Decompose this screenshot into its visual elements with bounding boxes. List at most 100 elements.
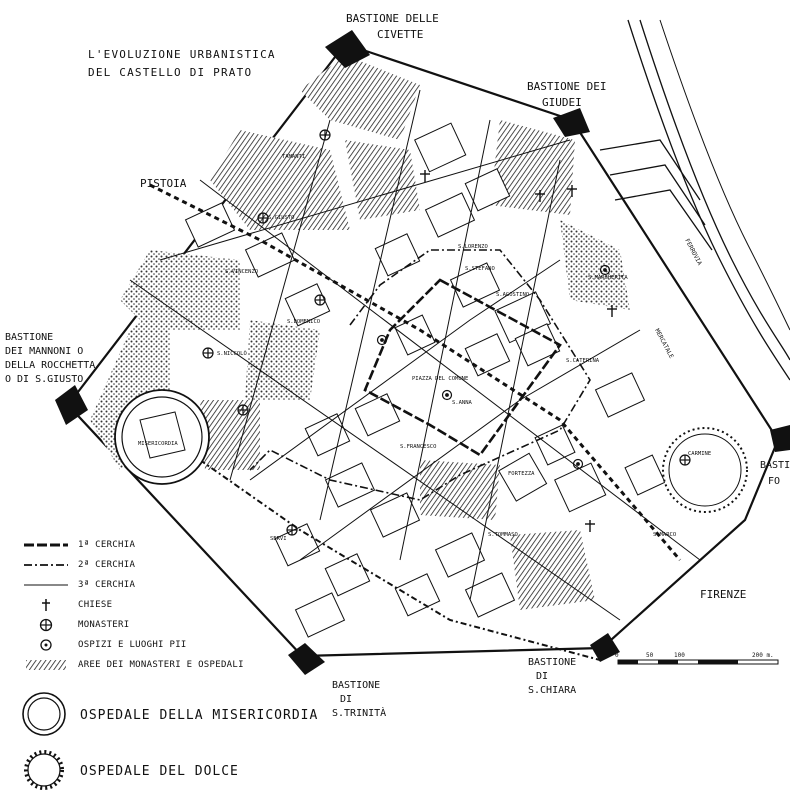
label-stefano: S.STEFANO — [465, 266, 495, 272]
road-label-firenze: FIRENZE — [700, 588, 746, 601]
legend-misericordia-label: OSPEDALE DELLA MISERICORDIA — [80, 708, 319, 723]
label-niccolo: S.NICCOLÒ — [217, 350, 247, 357]
legend-label: MONASTERI — [78, 620, 130, 630]
river — [659, 19, 790, 331]
circled-cross-icon — [319, 129, 331, 141]
bastion-trinita-label-3: S.TRINITÀ — [332, 706, 386, 719]
bastions — [55, 30, 790, 675]
hatch-pattern-icon — [20, 658, 72, 672]
misericordia-hospital — [114, 389, 210, 485]
circled-cross-icon — [257, 212, 269, 224]
scale-tick-50: 50 — [646, 652, 654, 659]
bastion-chiara-label-2: DI — [536, 671, 548, 682]
scale-bar: 0 50 100 200 m. — [615, 652, 779, 665]
label-misericordia: MISERICORDIA — [138, 441, 178, 447]
bastion-civette-label-2: CIVETTE — [377, 28, 423, 41]
legend-label: CHIESE — [78, 600, 113, 610]
bastion-giudei — [553, 108, 590, 137]
dash-dot-icon — [20, 558, 72, 572]
legend-item: OSPIZI E LUOGHI PII — [20, 638, 187, 652]
map-title-line1: L'EVOLUZIONE URBANISTICA — [88, 48, 276, 61]
circled-cross-icon — [679, 454, 691, 466]
label-tamanti: TAMANTI — [282, 154, 305, 160]
label-giusto: S.GIUSTO — [268, 215, 295, 221]
bastion-mannoni-label-1: BASTIONE — [5, 332, 53, 343]
legend-item: AREE DEI MONASTERI E OSPEDALI — [20, 658, 244, 672]
bastion-mannoni-label-2: DEI MANNONI O — [5, 346, 83, 357]
bastion-chiara-label-3: S.CHIARA — [528, 685, 576, 696]
circled-dot-icon — [599, 264, 611, 276]
legend-item: 3ª CERCHIA — [20, 578, 135, 592]
label-francesco: S.FRANCESCO — [400, 444, 436, 450]
cross-icon — [585, 520, 595, 532]
monastery-markers — [202, 129, 691, 536]
scale-tick-100: 100 — [674, 652, 685, 659]
misericordia-symbol-icon — [20, 690, 68, 738]
bastion-chiara-label-1: BASTIONE — [528, 657, 576, 668]
dolce-symbol-icon — [20, 746, 68, 794]
heavy-dash-icon — [20, 538, 72, 552]
cross-icon — [567, 185, 577, 197]
legend-label: 3ª CERCHIA — [78, 580, 136, 590]
label-lorenzo: S.LORENZO — [458, 244, 488, 250]
bastion-giudei-label-2: GIUDEI — [542, 96, 582, 109]
cross-icon — [535, 190, 545, 202]
road-label-mercatale: MERCATALE — [653, 328, 675, 360]
road-label-ferrovia: FERROVIA — [683, 238, 703, 267]
bastion-fo-label-2: FO — [768, 476, 780, 487]
street-blocks — [184, 122, 666, 638]
circled-dot-icon — [376, 334, 388, 346]
dolce-hospital — [662, 427, 748, 513]
circled-dot-icon — [20, 638, 72, 652]
second-wall — [249, 249, 591, 501]
label-carmine: CARMINE — [688, 451, 711, 457]
bastion-trinita-label-2: DI — [340, 694, 352, 705]
scale-tick-0: 0 — [615, 652, 619, 659]
bastion-fo-label-1: BASTI — [760, 460, 790, 471]
cross-icon — [420, 170, 430, 182]
label-marco: S.MARCO — [653, 532, 676, 538]
label-vincenzo: S.VINCENZO — [225, 269, 258, 275]
label-agostino: S.AGOSTINO — [496, 292, 529, 298]
legend-item: CHIESE — [20, 598, 112, 612]
circled-cross-icon — [314, 294, 326, 306]
ospizi-markers — [376, 264, 611, 470]
legend-item: MONASTERI — [20, 618, 129, 632]
circled-dot-icon — [572, 458, 584, 470]
bastion-mannoni-label-4: O DI S.GIUSTO — [5, 374, 83, 385]
bastion-civette-label-1: BASTIONE DELLE — [346, 12, 439, 25]
thin-line-icon — [20, 578, 72, 592]
bastion-civette — [325, 30, 370, 68]
circled-dot-icon — [441, 389, 453, 401]
bastion-mannoni — [55, 385, 88, 425]
road-pistoia-firenze — [149, 183, 682, 561]
bastion-trinita — [288, 643, 325, 675]
label-servi: SERVI — [270, 536, 287, 542]
bastion-east — [770, 425, 790, 452]
bastion-trinita-label-1: BASTIONE — [332, 680, 380, 691]
legend-label: AREE DEI MONASTERI E OSPEDALI — [78, 660, 244, 670]
label-tommaso: S.TOMMASO — [488, 532, 518, 538]
church-markers — [420, 170, 617, 532]
label-margherita: S.MARGHERITA — [588, 275, 628, 281]
label-fortezza: FORTEZZA — [508, 471, 535, 477]
circled-cross-icon — [20, 618, 72, 632]
cross-icon — [607, 305, 617, 317]
first-wall — [363, 278, 562, 457]
legend-dolce-label: OSPEDALE DEL DOLCE — [80, 764, 239, 779]
circled-cross-icon — [202, 347, 214, 359]
label-caterina: S.CATERINA — [566, 358, 600, 364]
legend-label: 2ª CERCHIA — [78, 560, 136, 570]
legend-label: 1ª CERCHIA — [78, 540, 136, 550]
circled-cross-icon — [286, 524, 298, 536]
railway-lines — [599, 19, 790, 381]
bastion-giudei-label-1: BASTIONE DEI — [527, 80, 606, 93]
bastion-chiara — [590, 633, 620, 662]
label-anna: S.ANNA — [452, 400, 473, 406]
map-title-line2: DEL CASTELLO DI PRATO — [88, 66, 252, 79]
legend-label: OSPIZI E LUOGHI PII — [78, 640, 187, 650]
legend-item: 1ª CERCHIA — [20, 538, 135, 552]
circled-cross-icon — [237, 404, 249, 416]
legend-item: 2ª CERCHIA — [20, 558, 135, 572]
